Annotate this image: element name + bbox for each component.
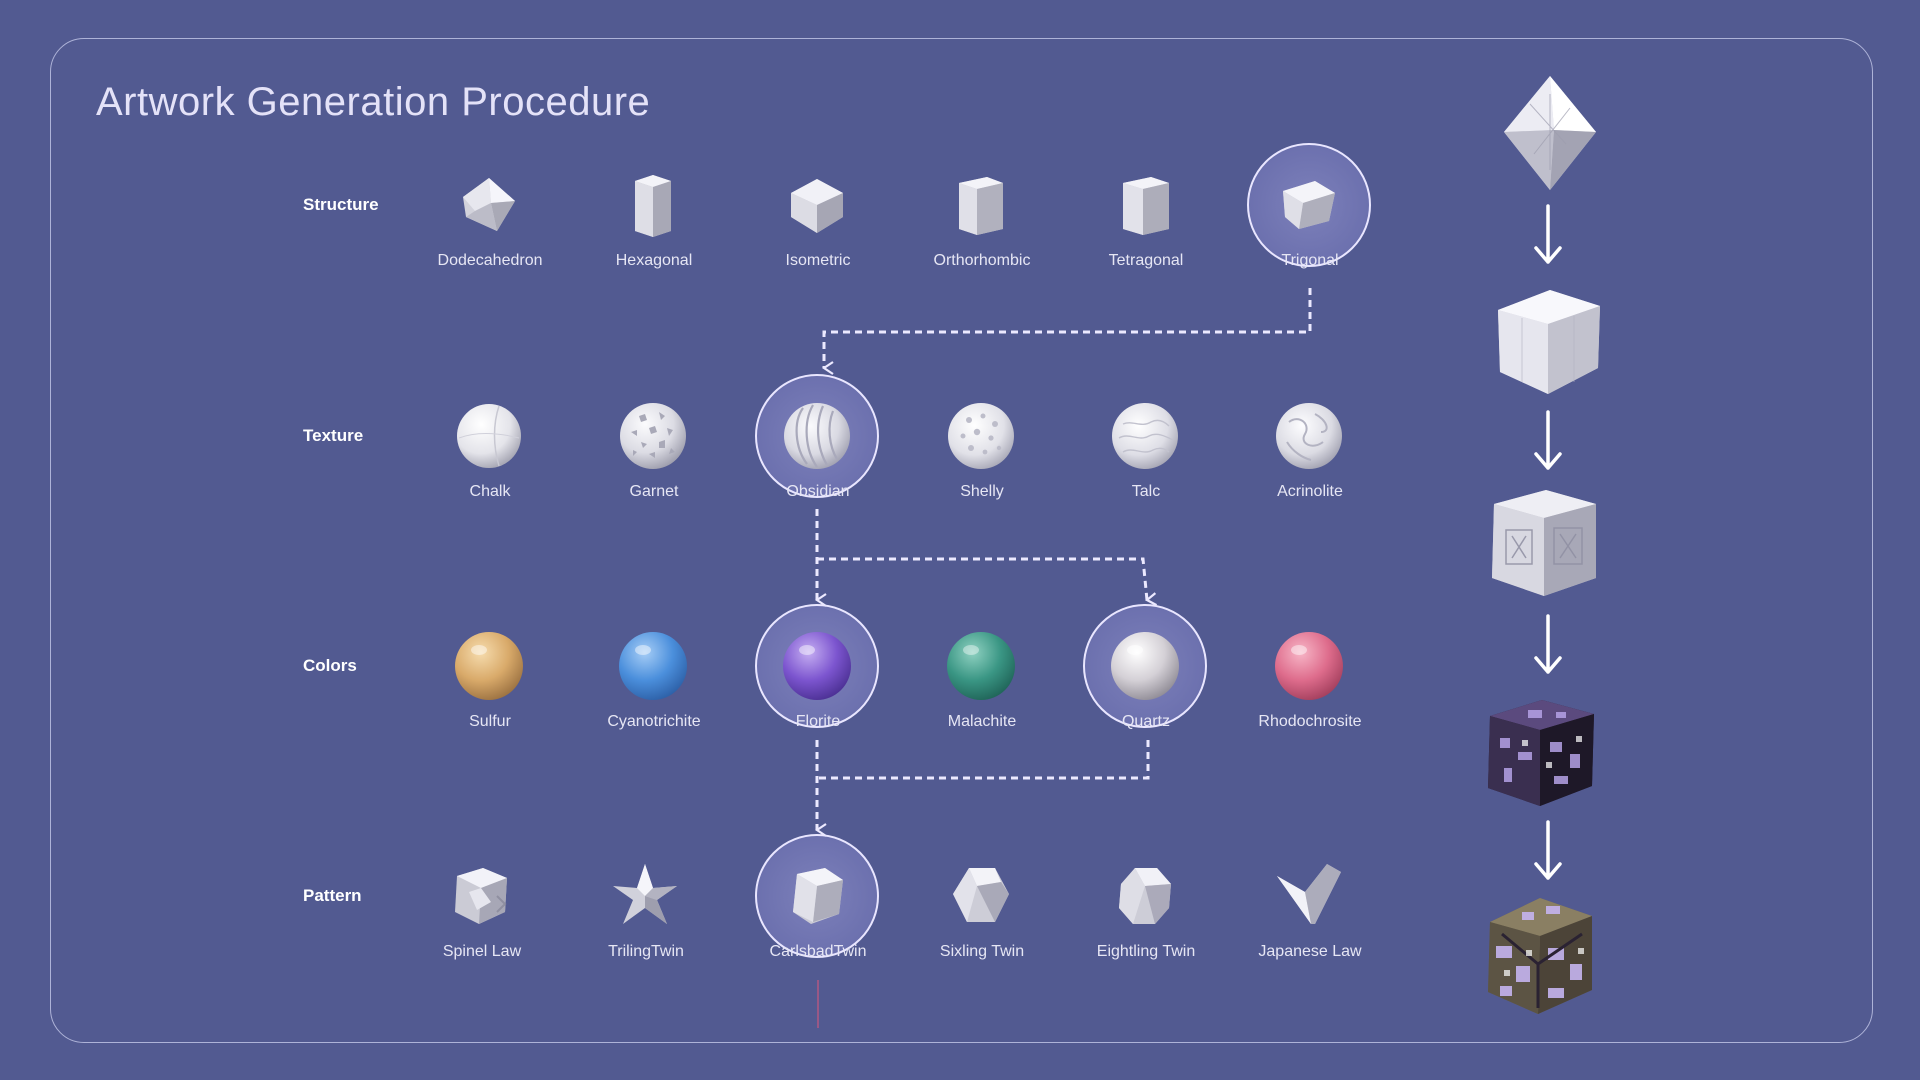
- structure-option-tetragonal[interactable]: Tetragonal: [1066, 136, 1226, 276]
- sulfur-sphere-icon: [455, 632, 523, 700]
- rhodochrosite-sphere-icon: [1275, 632, 1343, 700]
- obsidian-sphere-icon: [783, 402, 851, 470]
- row-label-texture: Texture: [303, 426, 364, 445]
- option-label: Rhodochrosite: [1258, 713, 1362, 730]
- eightling-twin-icon: [1111, 862, 1179, 930]
- row-label-structure: Structure: [303, 195, 379, 214]
- triling-twin-icon: [611, 862, 679, 930]
- option-label: Malachite: [947, 713, 1017, 730]
- texture-option-talc[interactable]: Talc: [1066, 367, 1226, 507]
- color-option-cyanotrichite[interactable]: Cyanotrichite: [574, 597, 734, 737]
- structure-option-orthorhombic[interactable]: Orthorhombic: [902, 136, 1062, 276]
- row-label-colors: Colors: [303, 656, 357, 675]
- pattern-option-triling-twin[interactable]: TrilingTwin: [566, 827, 726, 967]
- option-label: Hexagonal: [615, 252, 693, 269]
- arrow-down-icon: [1530, 614, 1566, 678]
- hexagonal-prism-icon: [619, 171, 687, 239]
- option-label: Tetragonal: [1108, 252, 1184, 269]
- procedure-panel: [50, 38, 1873, 1043]
- arrow-down-icon: [1530, 410, 1566, 474]
- option-label: Spinel Law: [442, 943, 522, 960]
- option-label: Obsidian: [786, 483, 850, 500]
- dodecahedron-icon: [455, 171, 523, 239]
- cyanotrichite-sphere-icon: [619, 632, 687, 700]
- pattern-option-carlsbad-twin[interactable]: CarlsbadTwin: [738, 827, 898, 967]
- option-label: Talc: [1131, 483, 1161, 500]
- pattern-option-eightling-twin[interactable]: Eightling Twin: [1066, 827, 1226, 967]
- texture-option-acrinolite[interactable]: Acrinolite: [1230, 367, 1390, 507]
- option-label: Sixling Twin: [939, 943, 1025, 960]
- structure-option-dodecahedron[interactable]: Dodecahedron: [410, 136, 570, 276]
- color-option-quartz[interactable]: Quartz: [1066, 597, 1226, 737]
- pattern-option-spinel-law[interactable]: Spinel Law: [402, 827, 562, 967]
- florite-sphere-icon: [783, 632, 851, 700]
- option-label: Dodecahedron: [437, 252, 543, 269]
- talc-sphere-icon: [1111, 402, 1179, 470]
- garnet-sphere-icon: [619, 402, 687, 470]
- option-label: Trigonal: [1281, 252, 1339, 269]
- orthorhombic-prism-icon: [947, 171, 1015, 239]
- option-label: Sulfur: [469, 713, 511, 730]
- textured-cube-icon: [1486, 486, 1602, 598]
- texture-option-shelly[interactable]: Shelly: [902, 367, 1062, 507]
- octahedron-crystal-icon: [1500, 74, 1600, 192]
- color-option-malachite[interactable]: Malachite: [902, 597, 1062, 737]
- texture-option-obsidian[interactable]: Obsidian: [738, 367, 898, 507]
- arrow-down-icon: [1530, 820, 1566, 884]
- option-label: CarlsbadTwin: [769, 943, 867, 960]
- option-label: Acrinolite: [1277, 483, 1343, 500]
- arrow-down-icon: [1530, 204, 1566, 268]
- structure-option-hexagonal[interactable]: Hexagonal: [574, 136, 734, 276]
- color-option-sulfur[interactable]: Sulfur: [410, 597, 570, 737]
- pattern-option-japanese-law[interactable]: Japanese Law: [1230, 827, 1390, 967]
- shelly-sphere-icon: [947, 402, 1015, 470]
- malachite-sphere-icon: [947, 632, 1015, 700]
- pattern-option-sixling-twin[interactable]: Sixling Twin: [902, 827, 1062, 967]
- option-label: Eightling Twin: [1096, 943, 1196, 960]
- option-label: Quartz: [1121, 713, 1170, 730]
- white-cube-icon: [1492, 286, 1604, 396]
- option-label: TrilingTwin: [608, 943, 684, 960]
- option-label: Japanese Law: [1258, 943, 1362, 960]
- option-label: Isometric: [785, 252, 851, 269]
- sixling-twin-icon: [947, 862, 1015, 930]
- spinel-law-twin-icon: [447, 862, 515, 930]
- acrinolite-sphere-icon: [1275, 402, 1343, 470]
- carlsbad-twin-icon: [783, 862, 851, 930]
- option-label: Shelly: [960, 483, 1004, 500]
- chalk-sphere-icon: [455, 402, 523, 470]
- tetragonal-prism-icon: [1111, 171, 1179, 239]
- isometric-crystal-icon: [783, 171, 851, 239]
- color-option-florite[interactable]: Florite: [738, 597, 898, 737]
- texture-option-chalk[interactable]: Chalk: [410, 367, 570, 507]
- option-label: Garnet: [629, 483, 679, 500]
- option-label: Orthorhombic: [933, 252, 1031, 269]
- color-option-rhodochrosite[interactable]: Rhodochrosite: [1230, 597, 1390, 737]
- purple-pattern-cube-icon: [1482, 696, 1600, 808]
- option-label: Cyanotrichite: [607, 713, 701, 730]
- structure-option-isometric[interactable]: Isometric: [738, 136, 898, 276]
- structure-option-trigonal[interactable]: Trigonal: [1230, 136, 1390, 276]
- japanese-law-twin-icon: [1275, 862, 1343, 930]
- texture-option-garnet[interactable]: Garnet: [574, 367, 734, 507]
- quartz-sphere-icon: [1111, 632, 1179, 700]
- trigonal-crystal-icon: [1275, 171, 1343, 239]
- option-label: Chalk: [469, 483, 511, 500]
- option-label: Florite: [795, 713, 841, 730]
- page-title: Artwork Generation Procedure: [96, 80, 651, 124]
- row-label-pattern: Pattern: [303, 886, 362, 905]
- final-artwork-cube-icon: [1482, 894, 1600, 1016]
